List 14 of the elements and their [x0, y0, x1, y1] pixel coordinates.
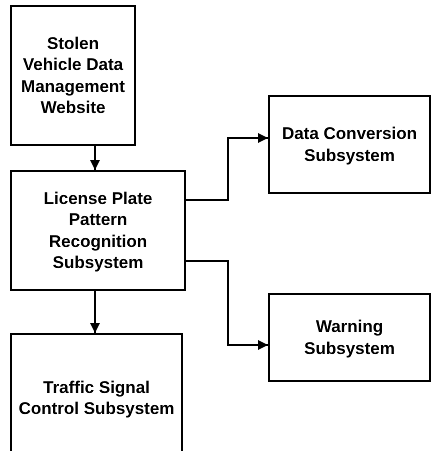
box-label: Traffic Signal Control Subsystem	[18, 376, 175, 420]
arrow	[186, 260, 268, 350]
process-box	[268, 293, 431, 382]
box-label: Warning Subsystem	[303, 316, 396, 359]
box-label: Data Conversion Subsystem	[280, 123, 418, 166]
arrow	[90, 146, 100, 170]
arrow	[186, 133, 268, 201]
process-box	[10, 5, 136, 146]
process-box	[268, 95, 431, 194]
arrow	[90, 291, 100, 333]
process-box	[10, 333, 183, 451]
process-box	[10, 170, 186, 291]
box-label: License Plate Pattern Recognition Subsystem	[42, 188, 154, 273]
box-label: Stolen Vehicle Data Management Website	[20, 33, 126, 118]
